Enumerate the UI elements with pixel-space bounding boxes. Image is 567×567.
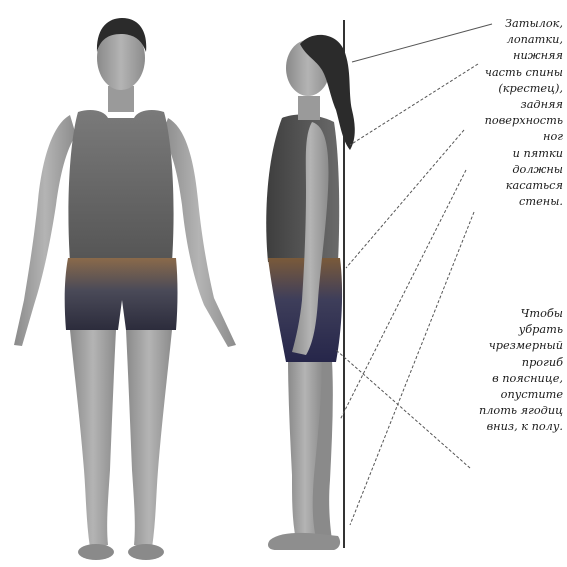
leader-heels [350,212,474,525]
leader-head [352,24,492,62]
caption-line: убрать [479,322,563,338]
buttocks-tip-caption: Чтобы убрать чрезмерный прогиб в поясниц… [479,306,563,436]
caption-line: ног [485,129,563,145]
front-figure-right-leg [126,330,172,548]
leader-buttocks [336,350,470,468]
side-figure-neck [298,96,320,120]
side-figure-feet [268,533,340,550]
caption-line: (крестец), [485,81,563,97]
caption-line: задняя [485,97,563,113]
caption-line: лопатки, [485,32,563,48]
caption-line: часть спины [485,65,563,81]
caption-line: вниз, к полу. [479,419,563,435]
caption-line: плоть ягодиц [479,403,563,419]
caption-line: стены. [485,194,563,210]
leader-lower-back [346,130,464,268]
caption-line: Затылок, [485,16,563,32]
leader-shoulder-blades [350,64,478,145]
caption-line: чрезмерный [479,338,563,354]
front-view-figure [14,18,236,560]
leader-lines [336,24,492,525]
caption-line: и пятки [485,146,563,162]
caption-line: в пояснице, [479,371,563,387]
front-figure-right-foot [128,544,164,560]
front-figure-left-leg [70,330,116,548]
caption-line: нижняя [485,48,563,64]
caption-line: прогиб [479,355,563,371]
front-figure-left-foot [78,544,114,560]
wall-contact-caption: Затылок, лопатки, нижняя часть спины (кр… [485,16,563,210]
front-figure-shorts [65,258,178,330]
caption-line: Чтобы [479,306,563,322]
leader-legs [340,170,466,420]
caption-line: опустите [479,387,563,403]
caption-line: поверхность [485,113,563,129]
front-figure-tank-top [68,110,173,262]
side-figure-tank-top [266,115,339,262]
caption-line: должны [485,162,563,178]
caption-line: касаться [485,178,563,194]
side-view-figure [266,35,355,550]
